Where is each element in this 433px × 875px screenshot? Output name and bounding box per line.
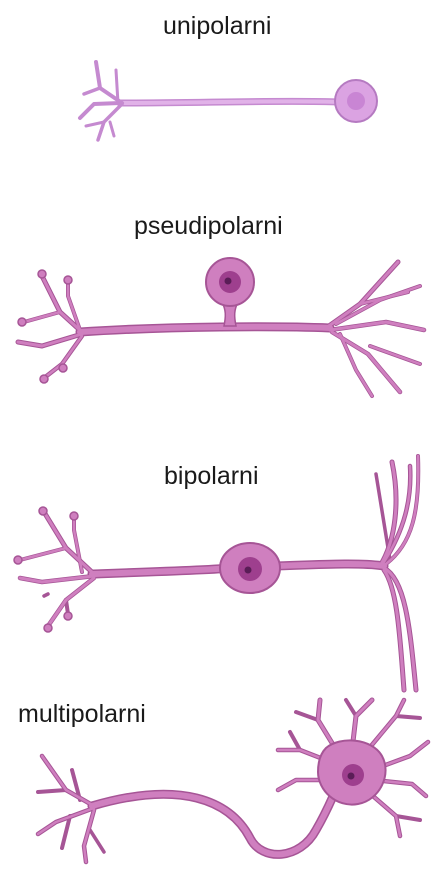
unipolar-nucleus bbox=[347, 92, 365, 110]
multipolar-neuron bbox=[0, 690, 433, 875]
label-unipolar: unipolarni bbox=[163, 12, 271, 41]
pseudounipolar-neuron bbox=[0, 250, 433, 400]
unipolar-neuron bbox=[0, 50, 433, 160]
bipolar-neuron bbox=[0, 450, 433, 695]
label-pseudounipolar: pseudipolarni bbox=[134, 212, 283, 241]
